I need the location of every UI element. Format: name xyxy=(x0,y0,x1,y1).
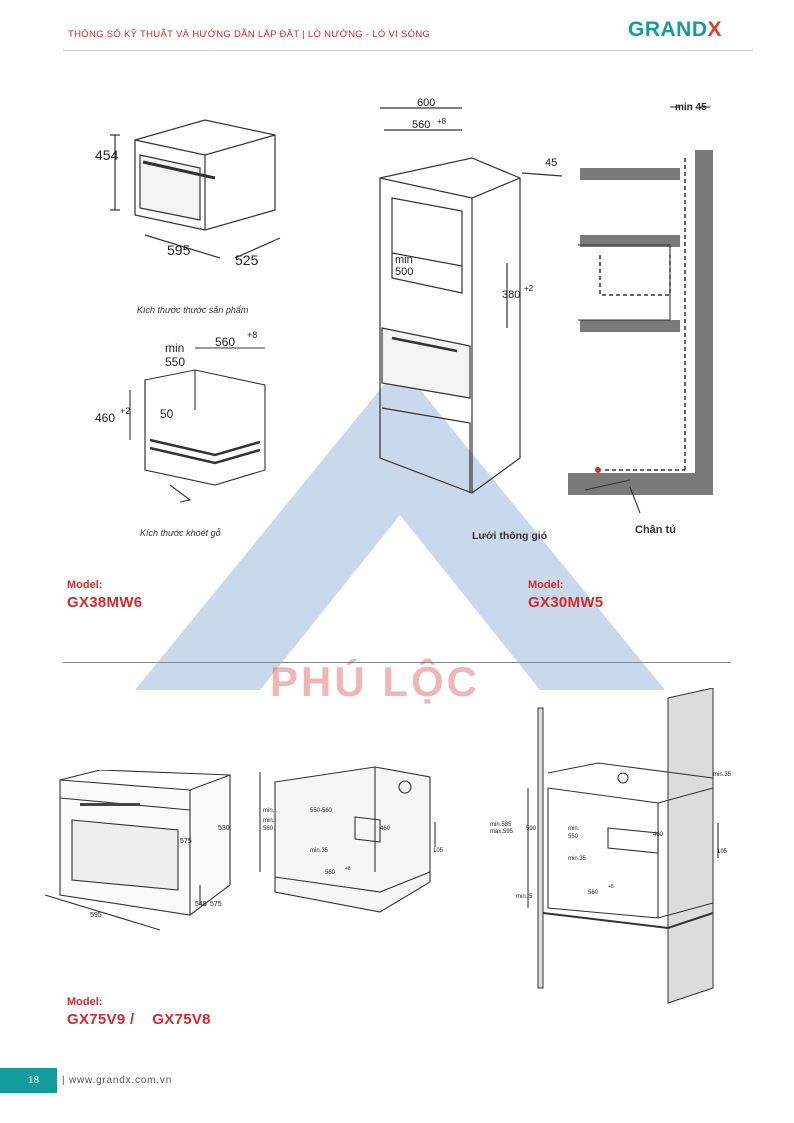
dim-min5: min. 5 xyxy=(516,894,533,900)
dim-min: min xyxy=(395,254,413,266)
dim-105: 105 xyxy=(717,849,728,855)
model-label-3: Model: xyxy=(67,996,103,1008)
dim-plus8: +8 xyxy=(437,117,447,126)
model-label-2: Model: xyxy=(528,579,564,591)
dim-550-560: 550-560 xyxy=(310,808,333,814)
dim-530: 530 xyxy=(218,825,230,832)
model-name-gx38mw6: GX38MW6 xyxy=(67,594,143,611)
dim-min: min. xyxy=(568,826,580,832)
model-name-gx30mw5: GX30MW5 xyxy=(528,594,604,611)
dim-plus2: +2 xyxy=(120,406,130,416)
dim-600: 600 xyxy=(417,98,435,109)
dim-45: 45 xyxy=(545,157,557,169)
dim-454: 454 xyxy=(95,147,119,163)
watermark-triangle xyxy=(135,365,665,690)
tall-cabinet-drawing: 600 560 +8 45 min 500 380 +2 xyxy=(379,98,562,494)
dim-575-depth: 575 xyxy=(210,901,222,908)
dim-max595: max.595 xyxy=(490,829,514,835)
dim-560: 560 xyxy=(215,335,235,349)
section-divider xyxy=(63,662,731,663)
dim-590: 590 xyxy=(526,826,537,832)
dim-plus8: +8 xyxy=(345,866,351,872)
dim-plus8: +8 xyxy=(608,884,614,890)
header-title: THÔNG SỐ KỸ THUẬT VÀ HƯỚNG DẪN LẮP ĐẶT |… xyxy=(68,29,431,40)
dim-560: 560 xyxy=(412,119,430,131)
dim-50: 50 xyxy=(160,407,174,421)
dim-plus8: +8 xyxy=(247,330,257,340)
dim-min: min xyxy=(165,341,184,355)
dim-595: 595 xyxy=(90,912,102,919)
dim-575: 575 xyxy=(180,838,192,845)
dim-460: 460 xyxy=(95,411,115,425)
model-name-gx75v9-gx75v8: GX75V9 / GX75V8 xyxy=(67,1011,211,1028)
dim-105: 105 xyxy=(433,848,444,854)
caption-cutout-dimensions: Kích thước khoét gỗ xyxy=(140,528,221,538)
label-vent: Lưới thông gió xyxy=(472,530,548,542)
dim-525: 525 xyxy=(235,252,259,268)
product-dimension-drawing: 454 595 525 xyxy=(95,119,281,268)
grandx-logo: GRANDX xyxy=(628,18,722,42)
dim-460: 460 xyxy=(653,832,664,838)
dim-min: min. xyxy=(263,808,275,814)
dim-460: 460 xyxy=(380,826,391,832)
label-feet: Chân tủ xyxy=(635,524,676,536)
oven-product-drawing: 575 530 595 548 575 xyxy=(44,770,231,931)
header-rule xyxy=(63,50,753,51)
model-label-1: Model: xyxy=(67,579,103,591)
dim-min35: min.35 xyxy=(310,848,329,854)
ventilation-diagram: min 45 Chân tủ xyxy=(568,102,713,536)
page-header: THÔNG SỐ KỸ THUẬT VÀ HƯỚNG DẪN LẮP ĐẶT |… xyxy=(0,0,794,60)
dim-min35: min.35 xyxy=(568,856,587,862)
dim-560: 560 xyxy=(588,890,599,896)
tall-cabinet-oven-drawing: min.35 min.585 max.595 590 min. 550 460 … xyxy=(490,688,732,1004)
footer-page-number: 18 xyxy=(28,1075,40,1086)
watermark-text: PHÚ LỘC xyxy=(270,658,480,705)
dim-560-h: 560 xyxy=(263,826,274,832)
dim-380: 380 xyxy=(502,289,520,301)
dim-548: 548 xyxy=(195,901,207,908)
dim-560-w: 560 xyxy=(325,870,336,876)
undercounter-install-drawing: min. 550-560 460 min. 560 min.35 105 560… xyxy=(259,766,444,913)
dim-min-2: min. xyxy=(263,818,275,824)
cutout-dimension-drawing: min 550 560 +8 460 +2 50 xyxy=(95,330,266,503)
min-45-label: min 45 xyxy=(675,102,707,113)
footer-page-band xyxy=(0,1068,57,1093)
logo-text-x: X xyxy=(707,18,723,41)
footer-website-link[interactable]: | www.grandx.com.vn xyxy=(62,1075,173,1086)
logo-text-grand: GRAND xyxy=(628,18,708,41)
caption-product-dimensions: Kích thước thước sản phẩm xyxy=(137,305,249,315)
dim-min585: min.585 xyxy=(490,822,512,828)
dim-500: 500 xyxy=(395,266,413,278)
dim-550: 550 xyxy=(568,834,579,840)
dim-min35-top: min.35 xyxy=(713,772,732,778)
dim-plus2: +2 xyxy=(524,284,534,293)
dim-595: 595 xyxy=(167,242,191,258)
dim-550: 550 xyxy=(165,355,185,369)
